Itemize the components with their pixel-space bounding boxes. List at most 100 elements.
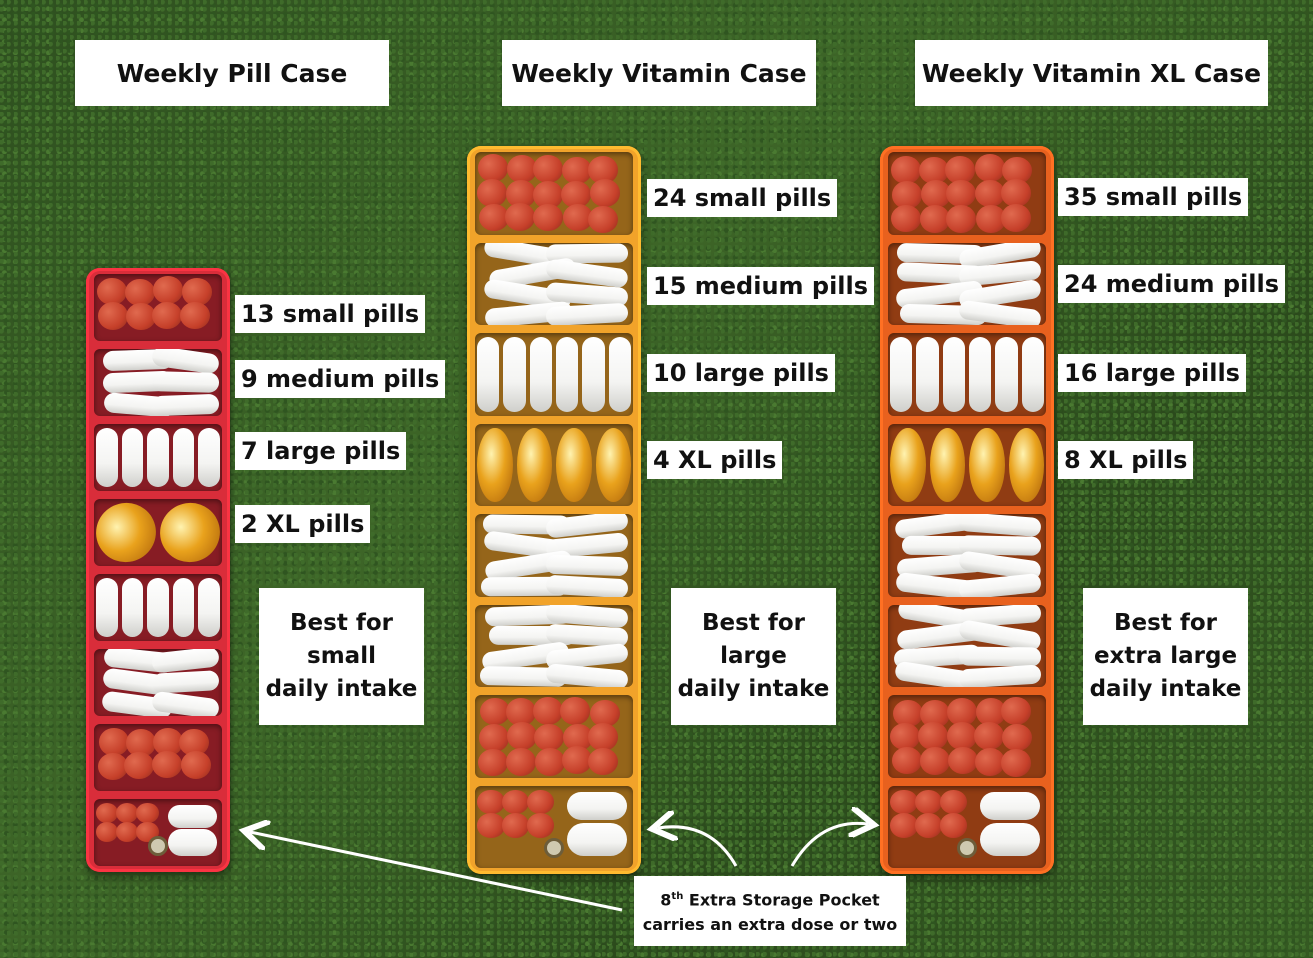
compartment-5 [475, 514, 633, 597]
white-tablet [96, 578, 118, 637]
vitamin-case-large-count: 10 large pills [647, 354, 835, 392]
white-tablet [969, 337, 992, 412]
round-pill [526, 812, 554, 838]
round-pill [477, 789, 505, 815]
white-tablet [168, 829, 217, 856]
round-pill [890, 156, 921, 184]
compartment-7 [475, 695, 633, 778]
softgel-capsule [595, 427, 631, 502]
round-pill [532, 203, 563, 232]
round-pill [974, 154, 1005, 182]
round-pill [975, 205, 1006, 234]
round-pill [501, 789, 530, 815]
vitamin-xl-case-xl-count: 8 XL pills [1058, 441, 1194, 479]
round-pill [890, 722, 921, 751]
softgel-capsule [516, 427, 552, 502]
white-tablet [890, 337, 913, 412]
white-tablet [198, 578, 220, 637]
arrow-to-pill-case [250, 832, 623, 912]
round-pill [1002, 723, 1033, 752]
white-tablet [529, 337, 552, 412]
white-tablet [172, 428, 195, 487]
round-pill [98, 302, 129, 330]
white-tablet [995, 337, 1018, 412]
compartment-4 [94, 499, 222, 566]
round-pill [479, 697, 510, 726]
white-tablet [979, 822, 1040, 856]
compartment-1 [475, 152, 633, 235]
white-tablet [556, 337, 579, 412]
round-pill [892, 699, 923, 728]
case-hinge-icon [544, 838, 564, 858]
white-tablet [147, 578, 169, 637]
round-pill [534, 723, 565, 752]
round-pill [947, 721, 978, 750]
round-pill [96, 821, 119, 843]
round-pill [124, 751, 155, 780]
best-for-line-3: daily intake [265, 676, 418, 702]
round-pill [506, 180, 537, 208]
round-pill [590, 178, 621, 207]
compartment-8 [475, 785, 633, 868]
white-tablet [121, 428, 144, 487]
white-tablet [979, 791, 1040, 821]
white-tablet [147, 428, 169, 487]
compartment-1 [94, 274, 222, 341]
note-line-1: 8th Extra Storage Pocket [660, 890, 880, 910]
round-pill [507, 155, 538, 183]
round-pill [535, 748, 566, 776]
round-pill [125, 302, 156, 331]
round-pill [890, 204, 921, 233]
best-for-line-2: small [307, 643, 376, 669]
round-pill [1000, 697, 1031, 726]
white-tablet [1021, 337, 1044, 412]
round-pill [96, 277, 127, 306]
white-tablet [168, 805, 217, 829]
round-pill [948, 746, 979, 775]
vitamin-case-small-count: 24 small pills [647, 179, 838, 217]
round-pill [505, 698, 536, 727]
best-for-line-1: Best for [290, 610, 393, 636]
pill-case-best-for: Best for small daily intake [259, 588, 424, 725]
round-pill [505, 748, 536, 776]
pill-case-xl-count: 2 XL pills [235, 505, 371, 543]
best-for-line-2: extra large [1093, 643, 1238, 669]
round-pill [947, 698, 978, 726]
round-pill [588, 723, 619, 751]
round-pill [973, 722, 1004, 751]
best-for-line-2: large [720, 643, 787, 669]
round-pill [501, 812, 530, 838]
compartment-4 [888, 423, 1046, 506]
arrow-to-vitamin-case [658, 827, 738, 867]
round-pill [151, 301, 182, 330]
round-pill [892, 746, 923, 775]
white-tablet [582, 337, 605, 412]
round-pill [1001, 204, 1032, 232]
round-pill [181, 278, 212, 306]
white-tablet [566, 822, 627, 856]
pill-case [86, 268, 230, 872]
case-hinge-icon [957, 838, 977, 858]
vitamin-xl-case [880, 146, 1054, 874]
compartment-3 [475, 333, 633, 416]
vitamin-xl-case-medium-count: 24 medium pills [1058, 265, 1286, 303]
vitamin-xl-case-best-for: Best for extra large daily intake [1083, 588, 1248, 725]
round-pill [945, 205, 976, 233]
compartment-6 [475, 604, 633, 687]
softgel-capsule [477, 427, 513, 502]
softgel-capsule [1008, 427, 1044, 502]
title-pill-case: Weekly Pill Case [75, 40, 389, 106]
round-pill [506, 721, 537, 750]
round-pill [180, 751, 211, 779]
round-pill [477, 748, 508, 777]
round-pill [477, 179, 508, 207]
round-pill [917, 722, 948, 750]
softgel-capsule [929, 427, 965, 502]
white-tablet [916, 337, 939, 412]
round-pill [98, 727, 129, 756]
round-pill [526, 789, 554, 815]
round-pill [974, 748, 1005, 776]
round-pill [97, 752, 128, 781]
vitamin-case-best-for: Best for large daily intake [671, 588, 836, 725]
